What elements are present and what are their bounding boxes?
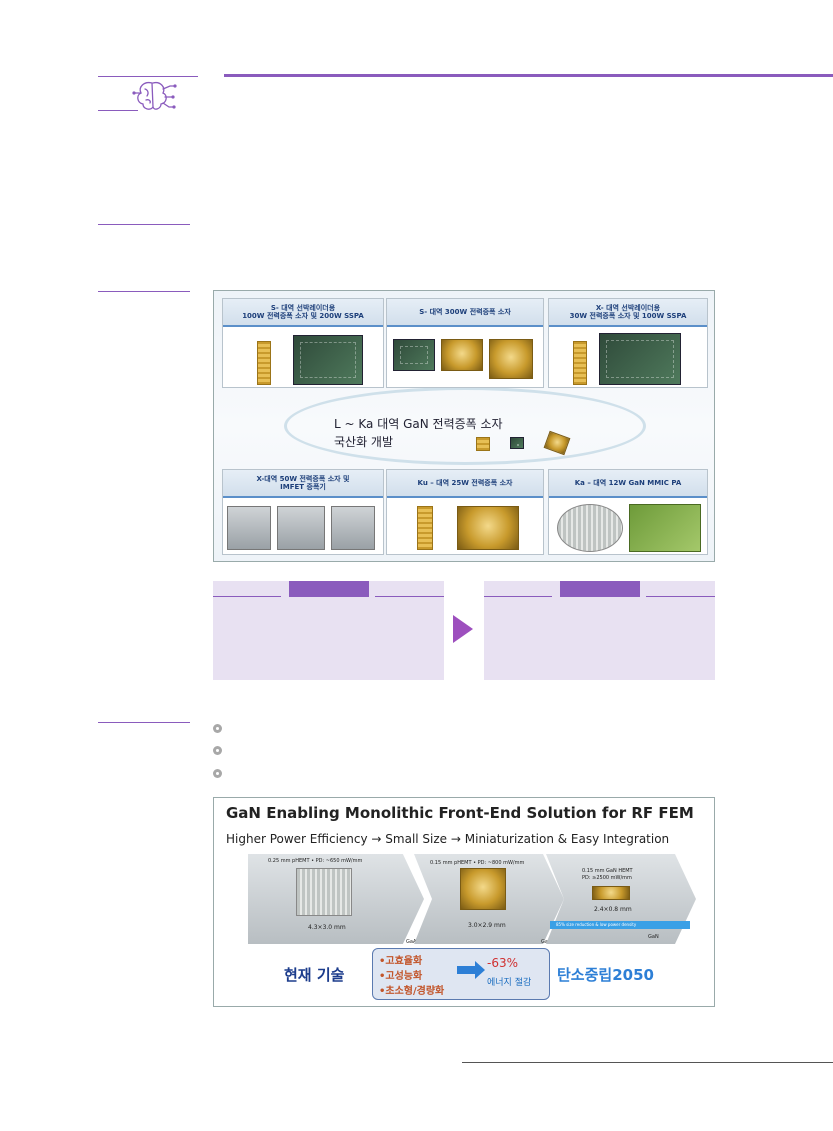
center-caption-line-2: 국산화 개발: [334, 435, 394, 449]
chip-photo: [417, 506, 433, 550]
section-rule-3: [98, 722, 190, 723]
bullet-icon: [213, 769, 222, 778]
bullet-icon: [213, 724, 222, 733]
package-photo-2: [489, 339, 533, 379]
footer-rule: [462, 1062, 833, 1063]
mini-chip-1: [476, 437, 490, 451]
section-rule-1: [98, 224, 190, 225]
stage-size: 3.0×2.9 mm: [468, 922, 506, 929]
header-left-rule-2: [98, 110, 138, 111]
device-photo-3: [331, 506, 375, 550]
section-rule-2: [98, 291, 190, 292]
summary-box-right: [484, 581, 715, 680]
header-left-rule: [98, 76, 198, 77]
arrow-right-icon: [457, 961, 485, 979]
mini-chip-2: [510, 437, 524, 449]
panel-x-band-ship-radar: X- 대역 선박레이더용 30W 전력증폭 소자 및 100W SSPA: [548, 298, 708, 388]
benefit-item: •초소형/경량화: [379, 986, 445, 997]
panel-title: X- 대역 선박레이더용 30W 전력증폭 소자 및 100W SSPA: [549, 299, 707, 327]
figure-ring: [284, 387, 646, 465]
arrow-right-icon: [453, 615, 473, 643]
stage-gan-015: 0.15 mm GaN HEMT PD: ≥2500 mW/mm 2.4×0.8…: [546, 854, 696, 944]
stage-gaas-025: 0.25 mm pHEMT • PD: ~650 mW/mm 4.3×3.0 m…: [248, 854, 424, 944]
panel-title: Ka – 대역 12W GaN MMIC PA: [549, 470, 707, 498]
bullet-icon: [213, 746, 222, 755]
gan-amplifier-figure: S- 대역 선박레이더용 100W 전력증폭 소자 및 200W SSPA S-…: [213, 290, 715, 562]
package-photo: [441, 339, 483, 371]
benefit-item: •고성능화: [379, 971, 423, 982]
figure-subtitle: Higher Power Efficiency → Small Size → M…: [226, 832, 670, 846]
box-rule: [375, 596, 444, 597]
current-tech-label: 현재 기술: [284, 966, 345, 984]
size-reduction-strip: 85% size reduction & low power density: [550, 921, 690, 929]
strip-label: 85% size reduction & low power density: [556, 922, 637, 927]
panel-title: S- 대역 선박레이더용 100W 전력증폭 소자 및 200W SSPA: [223, 299, 383, 327]
carbon-neutral-label: 탄소중립2050: [557, 966, 654, 984]
benefit-box: •고효율화 •고성능화 •초소형/경량화 -63% 에너지 절감: [372, 948, 550, 1000]
stage-gaas-015: 0.15 mm pHEMT • PD: ~800 mW/mm 3.0×2.9 m…: [414, 854, 564, 944]
panel-s-band-300w: S- 대역 300W 전력증폭 소자: [386, 298, 544, 388]
device-photo: [457, 506, 519, 550]
stage-size: 4.3×3.0 mm: [308, 924, 346, 931]
box-rule: [484, 596, 552, 597]
chip-photo: [573, 341, 587, 385]
sspa-board-photo: [599, 333, 681, 385]
chip-photo: [592, 886, 630, 900]
panel-title: S- 대역 300W 전력증폭 소자: [387, 299, 543, 327]
chip-photo: [257, 341, 271, 385]
panel-ku-band: Ku – 대역 25W 전력증폭 소자: [386, 469, 544, 555]
center-caption-line-1: L ~ Ka 대역 GaN 전력증폭 소자: [334, 417, 503, 431]
box-tab: [560, 581, 640, 597]
chip-photo: [296, 868, 352, 916]
panel-title: X-대역 50W 전력증폭 소자 및 IMFET 증폭기: [223, 470, 383, 498]
header-rule: [224, 74, 833, 77]
stage-spec: 0.15 mm pHEMT • PD: ~800 mW/mm: [430, 860, 525, 866]
mmic-layout-photo: [629, 504, 701, 552]
figure-title: GaN Enabling Monolithic Front-End Soluti…: [226, 804, 694, 822]
box-rule: [646, 596, 715, 597]
stage-size: 2.4×0.8 mm: [594, 906, 632, 913]
device-photo-1: [227, 506, 271, 550]
energy-saving-label: 에너지 절감: [487, 978, 532, 988]
summary-box-left: [213, 581, 444, 680]
gan-fem-figure: GaN Enabling Monolithic Front-End Soluti…: [213, 797, 715, 1007]
stage-tag: GaAs: [406, 939, 419, 945]
chip-photo: [460, 868, 506, 910]
box-tab: [289, 581, 369, 597]
center-caption: L ~ Ka 대역 GaN 전력증폭 소자 국산화 개발: [334, 415, 503, 451]
panel-ka-band: Ka – 대역 12W GaN MMIC PA: [548, 469, 708, 555]
brain-circuit-icon: [132, 81, 177, 110]
box-rule: [213, 596, 281, 597]
panel-s-band-ship-radar: S- 대역 선박레이더용 100W 전력증폭 소자 및 200W SSPA: [222, 298, 384, 388]
sspa-board-photo: [293, 335, 363, 385]
wafer-photo: [557, 504, 623, 552]
stage-spec: 0.15 mm GaN HEMT PD: ≥2500 mW/mm: [582, 868, 633, 881]
board-photo: [393, 339, 435, 371]
panel-x-band-50w: X-대역 50W 전력증폭 소자 및 IMFET 증폭기: [222, 469, 384, 555]
benefit-item: •고효율화: [379, 956, 423, 967]
energy-percent: -63%: [487, 956, 519, 970]
stage-spec: 0.25 mm pHEMT • PD: ~650 mW/mm: [268, 858, 363, 864]
device-photo-2: [277, 506, 325, 550]
stage-tag: GaN: [648, 934, 659, 940]
panel-title: Ku – 대역 25W 전력증폭 소자: [387, 470, 543, 498]
